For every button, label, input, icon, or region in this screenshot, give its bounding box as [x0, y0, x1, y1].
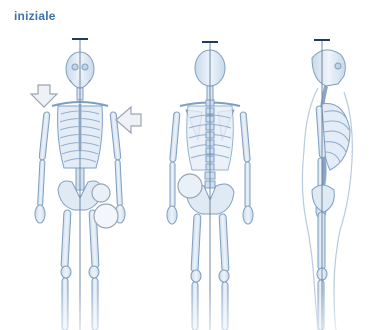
- side-pelvis: [312, 185, 334, 212]
- back-pelvis-circle: [178, 174, 202, 198]
- side-skeleton: [302, 50, 352, 330]
- right-shoulder-arrow: [116, 107, 141, 133]
- front-left-femur: [61, 210, 71, 268]
- hip-circle: [94, 204, 118, 228]
- front-left-humerus: [39, 112, 50, 160]
- bottom-fade: [0, 290, 375, 330]
- pelvis-circle: [92, 184, 110, 202]
- left-shoulder-arrow: [31, 85, 57, 107]
